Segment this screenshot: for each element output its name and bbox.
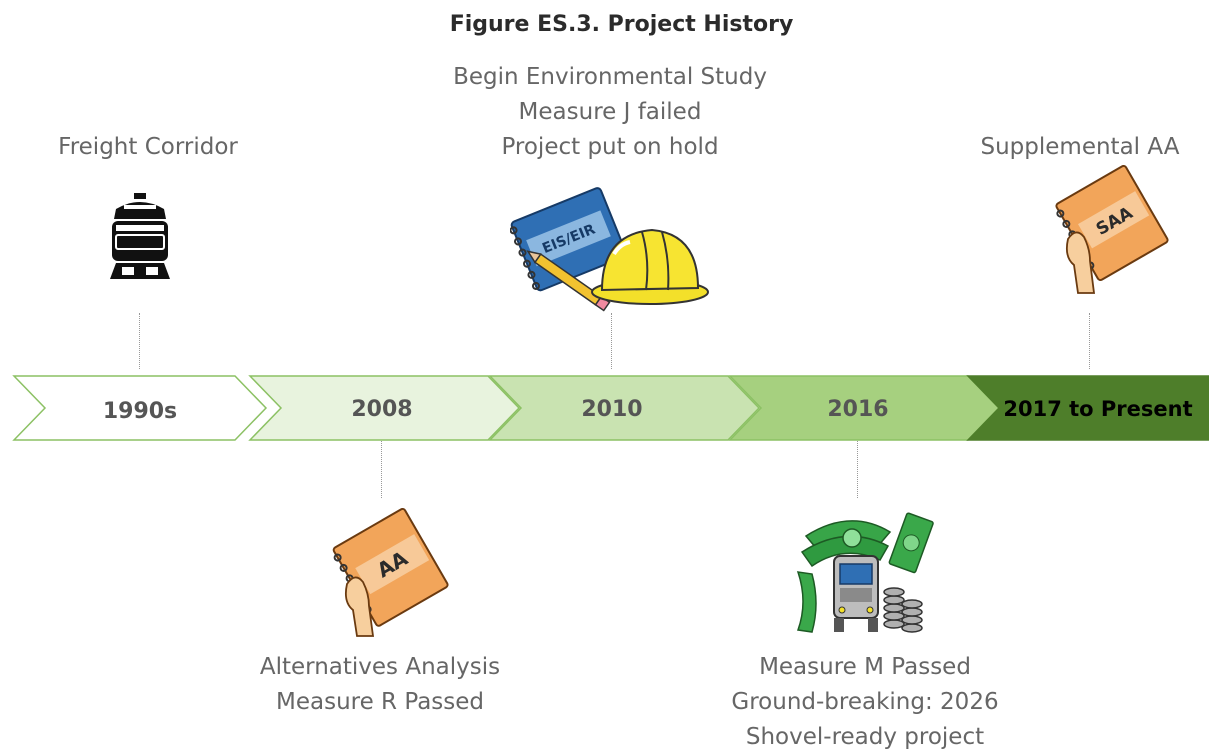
chevron-2008 xyxy=(248,375,521,441)
train-icon xyxy=(110,193,170,279)
figure-title: Figure ES.3. Project History xyxy=(449,12,794,37)
label-2016: Measure M Passed Ground-breaking: 2026 S… xyxy=(705,650,1025,755)
label-line: Measure R Passed xyxy=(276,689,484,715)
label-line: Measure M Passed xyxy=(759,654,971,680)
chevron-2010 xyxy=(488,375,761,441)
connector-1990s xyxy=(139,313,140,369)
label-line: Ground-breaking: 2026 xyxy=(731,689,999,715)
label-line: Shovel-ready project xyxy=(745,724,985,750)
period-1990s: 1990s xyxy=(103,399,177,424)
label-2010: Begin Environmental Study Measure J fail… xyxy=(420,60,800,165)
connector-2016 xyxy=(857,438,858,498)
label-line: Project put on hold xyxy=(501,134,719,160)
connector-2017 xyxy=(1089,313,1090,369)
label-1990s: Freight Corridor xyxy=(38,130,258,165)
saa-report-icon: SAA xyxy=(1055,165,1169,294)
period-2016: 2016 xyxy=(827,397,888,422)
period-2008: 2008 xyxy=(351,397,412,422)
chevron-2017 xyxy=(966,375,1209,441)
label-line: Supplemental AA xyxy=(980,134,1180,160)
aa-report-icon: AA xyxy=(332,508,449,637)
chevron-1990s xyxy=(12,375,268,441)
period-2010: 2010 xyxy=(581,397,642,422)
connector-2008 xyxy=(381,438,382,498)
label-2017: Supplemental AA xyxy=(960,130,1200,165)
label-line: Begin Environmental Study xyxy=(453,64,767,90)
period-2017-present: 2017 to Present xyxy=(1003,397,1192,421)
money-bus-coins-icon xyxy=(796,512,934,633)
eis-eir-notebook-hardhat-icon: EIS/EIR xyxy=(510,187,709,312)
label-line: Measure J failed xyxy=(518,99,702,125)
label-2008: Alternatives Analysis Measure R Passed xyxy=(230,650,530,720)
timeline: 1990s 2008 2010 2016 2017 to Present xyxy=(12,375,1209,441)
connector-2010 xyxy=(611,313,612,369)
label-line: Alternatives Analysis xyxy=(259,654,501,680)
label-line: Freight Corridor xyxy=(58,134,238,160)
